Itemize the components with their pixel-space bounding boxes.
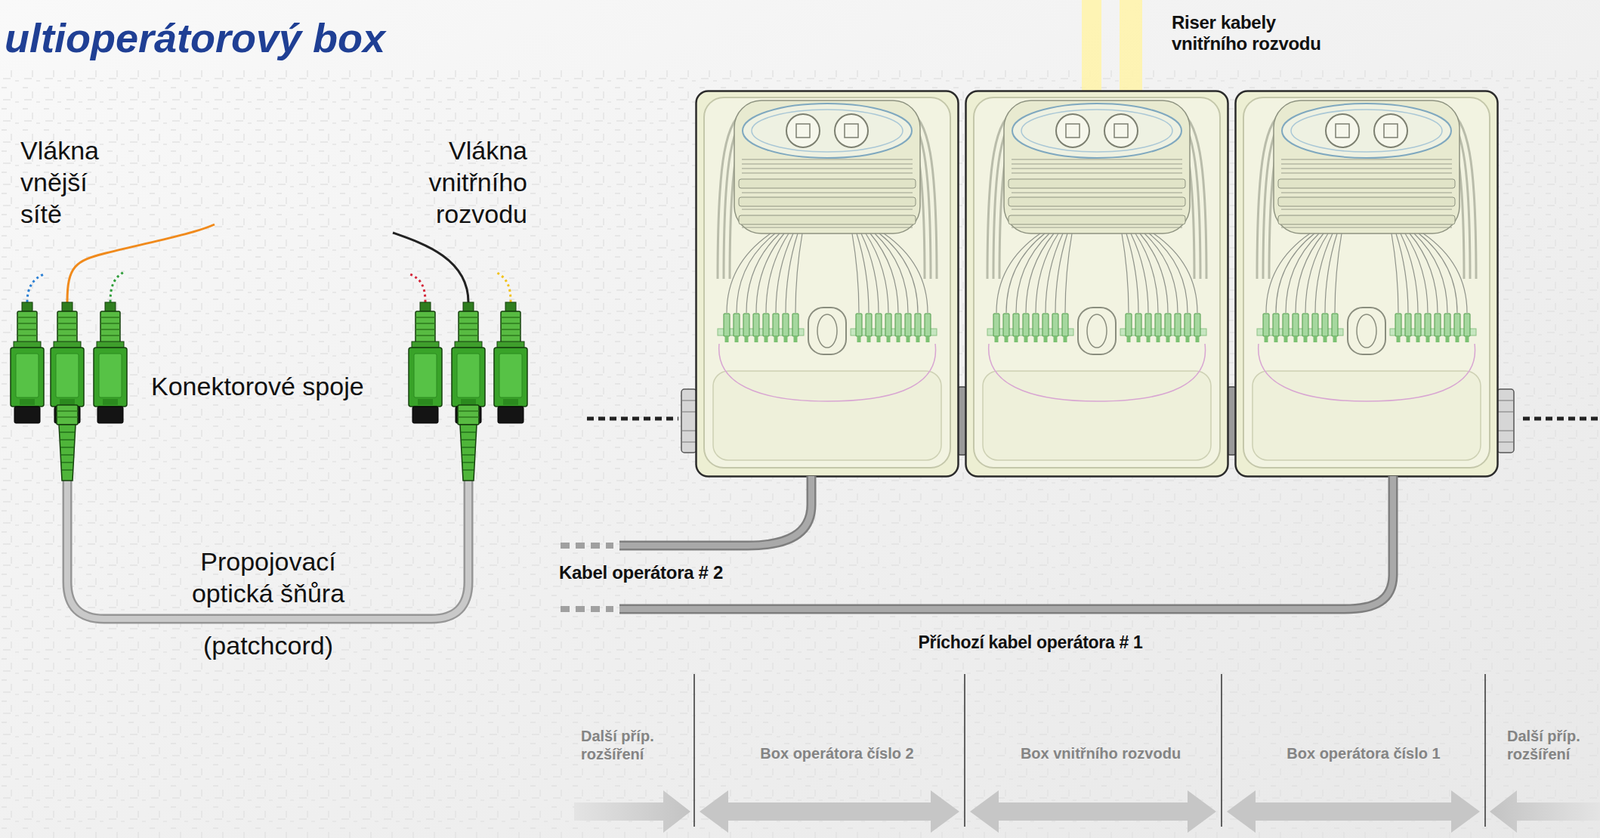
section-arrow (699, 790, 960, 833)
outer-fiber (27, 273, 46, 303)
sc-connector (494, 302, 528, 424)
section-arrow (969, 790, 1217, 833)
operator-2-cable-dashes (560, 542, 614, 549)
extension-arrow (574, 790, 691, 833)
patchcord-label: (patchcord) (203, 629, 334, 662)
section-label: Box vnitřního rozvodu (1020, 744, 1181, 763)
operator-2-cable (619, 475, 812, 546)
operator-1-enclosure (1235, 91, 1499, 477)
background-pattern (0, 67, 1600, 838)
patchcord-core (67, 477, 469, 619)
extension-dashes (586, 416, 679, 421)
riser-cable (1081, 0, 1102, 93)
cable-label: Kabel operátora # 2 (559, 562, 723, 584)
riser-cable (1119, 0, 1143, 93)
operator-2-cable-core (619, 475, 812, 546)
outer-fiber (67, 224, 215, 303)
section-arrow (1226, 790, 1480, 833)
sc-connector (93, 302, 127, 424)
fiber-label: Vlákna vnitřního rozvodu (429, 134, 528, 230)
indoor-fiber (495, 271, 511, 303)
cable-label: Příchozí kabel operátora # 1 (917, 631, 1143, 653)
section-label: Box operátora číslo 1 (1286, 744, 1440, 763)
indoor-fiber (392, 232, 469, 303)
connector-label: Konektorové spoje (151, 370, 365, 402)
side-gasket (1497, 389, 1514, 453)
connector-plug (457, 404, 479, 481)
section-label: Box operátora číslo 2 (759, 744, 914, 763)
fiber-label: Vlákna vnější sítě (20, 134, 99, 230)
operator-1-cable (619, 475, 1394, 609)
section-label: Další příp. rozšíření (1507, 726, 1594, 763)
page-title: ultioperátorový box (4, 13, 386, 62)
indoor-distribution-enclosure (966, 91, 1229, 477)
operator-2-enclosure (696, 91, 959, 477)
sc-connector (10, 302, 44, 424)
side-gasket (681, 389, 697, 453)
operator-1-cable-core (619, 475, 1394, 609)
gasket-rings (681, 400, 697, 442)
patchcord-label: Propojovací optická šňůra (162, 545, 374, 609)
extension-arrow (1489, 790, 1600, 833)
section-dividers (694, 673, 1486, 827)
gasket-rings (1497, 400, 1514, 442)
operator-1-cable-dashes (560, 605, 614, 612)
indoor-fiber (407, 273, 426, 303)
section-label: Další příp. rozšíření (580, 726, 668, 763)
patchcord (67, 477, 469, 619)
sc-connector (408, 302, 442, 424)
outer-fiber (110, 271, 124, 303)
extension-dashes (1522, 416, 1600, 421)
riser-label: Riser kabely vnitřního rozvodu (1171, 12, 1342, 55)
connector-plug (56, 404, 78, 481)
